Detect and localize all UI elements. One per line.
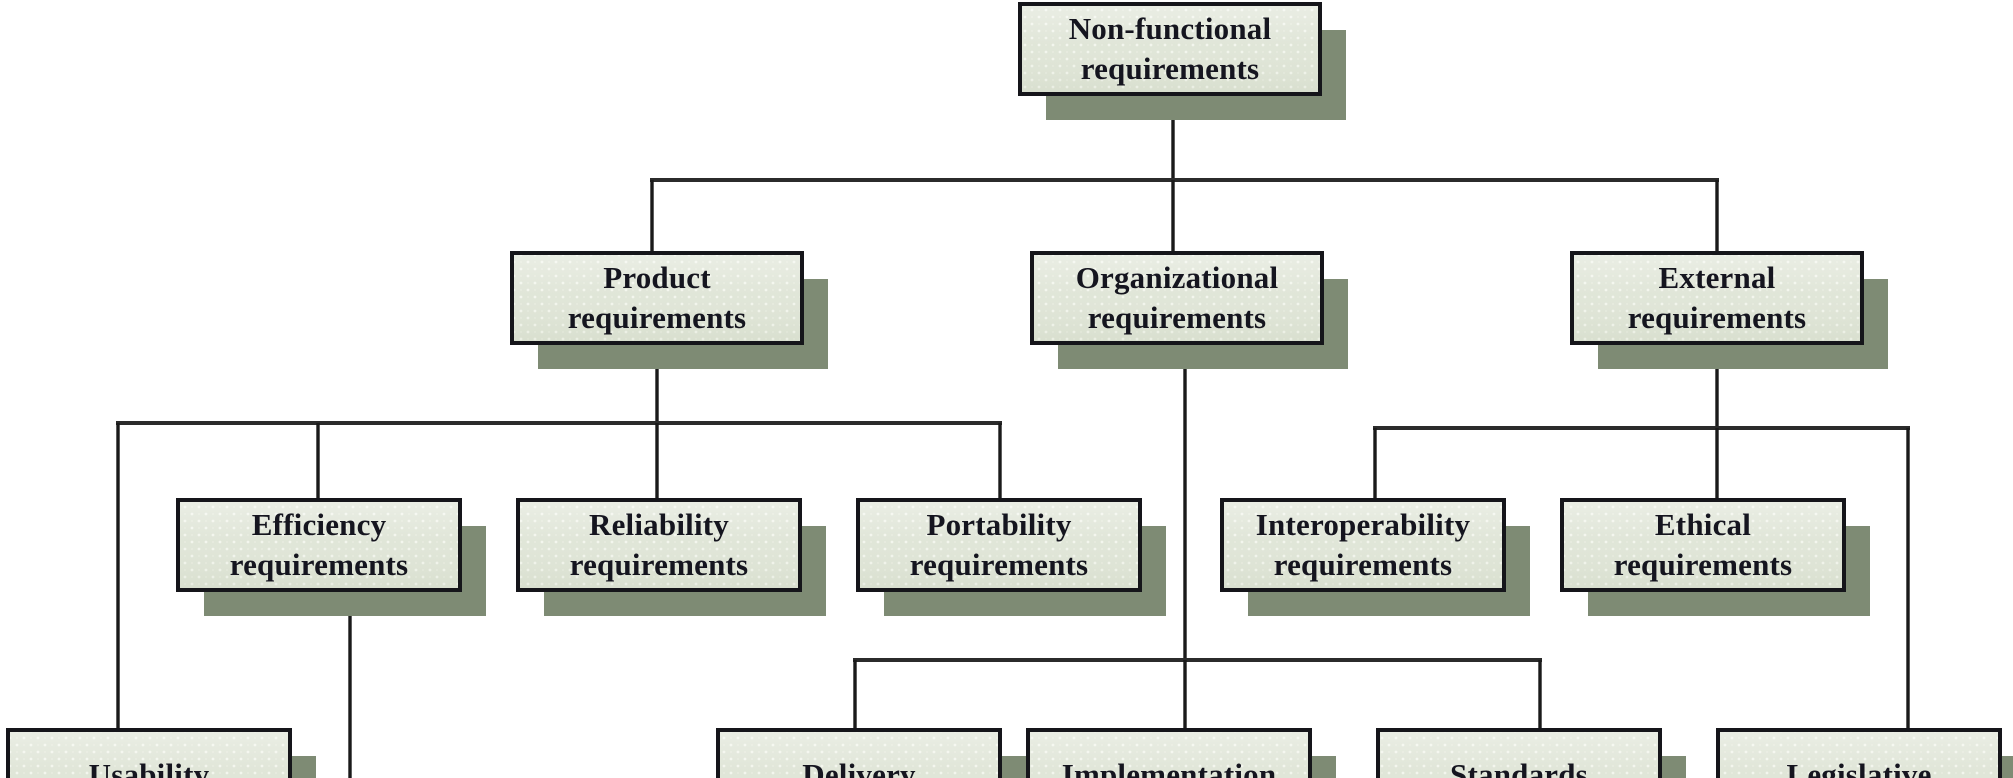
node-reliability-requirements[interactable]: Reliability requirements (516, 498, 826, 616)
node-external-requirements[interactable]: External requirements (1570, 251, 1888, 369)
node-efficiency-requirements[interactable]: Efficiency requirements (176, 498, 486, 616)
node-label: Legislative (1786, 757, 1931, 778)
node-label: requirements (230, 547, 409, 582)
node-box-sheen (1022, 6, 1318, 92)
node-label: Non-functional (1069, 11, 1272, 46)
node-usability[interactable]: Usability (6, 728, 316, 778)
node-label: Usability (89, 757, 210, 778)
node-standards[interactable]: Standards (1376, 728, 1686, 778)
node-label: requirements (570, 547, 749, 582)
node-legislative[interactable]: Legislative (1716, 728, 2013, 778)
node-box-sheen (1574, 255, 1860, 341)
node-implementation[interactable]: Implementation (1026, 728, 1336, 778)
node-box-sheen (520, 502, 798, 588)
node-portability-requirements[interactable]: Portability requirements (856, 498, 1166, 616)
node-box-sheen (1564, 502, 1842, 588)
node-boxes: Non-functionalrequirementsProductrequire… (6, 2, 2013, 778)
node-organizational-requirements[interactable]: Organizational requirements (1030, 251, 1348, 369)
node-box-sheen (514, 255, 800, 341)
node-box-sheen (860, 502, 1138, 588)
node-label: requirements (1088, 300, 1267, 335)
node-box-sheen (1030, 732, 1308, 778)
connector-lines (116, 94, 1910, 778)
node-label: Ethical (1655, 507, 1751, 542)
node-box-sheen (1224, 502, 1502, 588)
node-ethical-requirements[interactable]: Ethical requirements (1560, 498, 1870, 616)
node-label: Reliability (589, 507, 729, 542)
node-label: Interoperability (1256, 507, 1471, 542)
node-label: requirements (568, 300, 747, 335)
node-box-sheen (10, 732, 288, 778)
node-label: Product (603, 260, 711, 295)
node-box-sheen (1720, 732, 1998, 778)
node-label: requirements (1081, 51, 1260, 86)
node-box-sheen (1034, 255, 1320, 341)
node-label: Organizational (1076, 260, 1279, 295)
node-interoperability-requirements[interactable]: Interoperability requirements (1220, 498, 1530, 616)
node-label: Efficiency (252, 507, 387, 542)
node-label: Portability (926, 507, 1071, 542)
node-label: requirements (910, 547, 1089, 582)
node-label: requirements (1274, 547, 1453, 582)
node-box-sheen (720, 732, 998, 778)
node-label: requirements (1614, 547, 1793, 582)
node-box-sheen (180, 502, 458, 588)
node-label: External (1659, 260, 1776, 295)
node-label: Delivery (802, 757, 916, 778)
node-delivery[interactable]: Delivery (716, 728, 1026, 778)
node-label: Implementation (1062, 757, 1277, 778)
node-product-requirements[interactable]: Product requirements (510, 251, 828, 369)
node-label: requirements (1628, 300, 1807, 335)
node-non-functional-requirements[interactable]: Non-functional requirements (1018, 2, 1346, 120)
node-label: Standards (1450, 757, 1588, 778)
node-box-sheen (1380, 732, 1658, 778)
